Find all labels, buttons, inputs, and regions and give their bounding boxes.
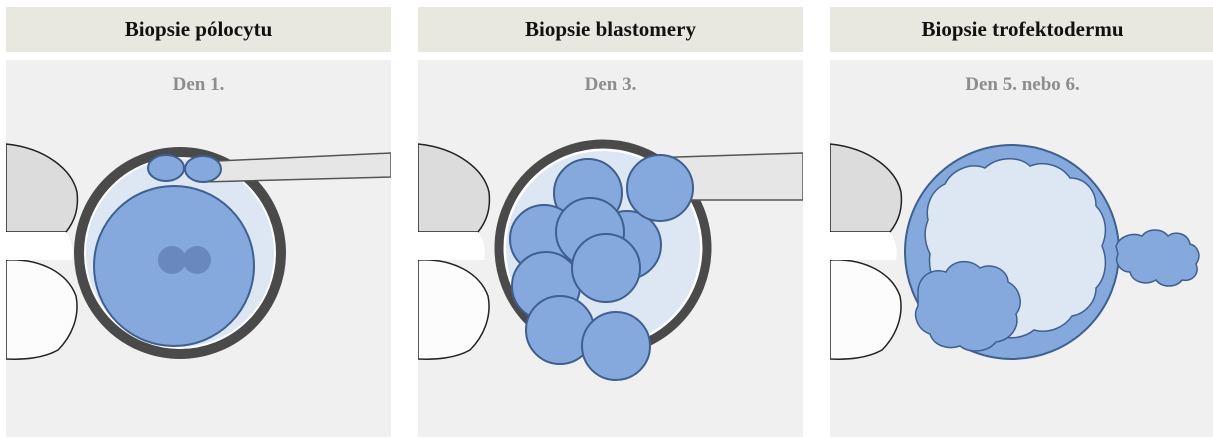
- holding-pipette: [418, 144, 489, 359]
- panel-polar-body-biopsy: Biopsie pólocytu Den 1.: [6, 7, 391, 437]
- holding-pipette: [830, 144, 901, 359]
- panel-blastomere-biopsy: Biopsie blastomery Den 3.: [418, 7, 803, 437]
- pronucleus: [158, 246, 186, 274]
- blastomere: [582, 312, 650, 380]
- holding-pipette: [6, 144, 77, 359]
- panel-trophectoderm-biopsy: Biopsie trofektodermu Den 5. nebo 6.: [830, 7, 1213, 437]
- panel-illustration-area: Den 5. nebo 6.: [830, 60, 1213, 437]
- panel-title: Biopsie blastomery: [418, 7, 803, 52]
- blastomere: [572, 234, 640, 302]
- biopsied-trophectoderm-cells: [1116, 230, 1199, 286]
- panel-title: Biopsie pólocytu: [6, 7, 391, 52]
- panel-illustration-area: Den 3.: [418, 60, 803, 437]
- pronucleus: [183, 246, 211, 274]
- polar-body-biopsy-illustration: [6, 60, 391, 437]
- blastomere-biopsy-illustration: [418, 60, 803, 437]
- inner-cell-mass: [916, 262, 1021, 351]
- trophectoderm-biopsy-illustration: [830, 60, 1213, 437]
- polar-body: [148, 155, 184, 181]
- biopsied-blastomere: [627, 155, 693, 221]
- panel-illustration-area: Den 1.: [6, 60, 391, 437]
- panel-title: Biopsie trofektodermu: [830, 7, 1213, 52]
- polar-body: [185, 156, 221, 182]
